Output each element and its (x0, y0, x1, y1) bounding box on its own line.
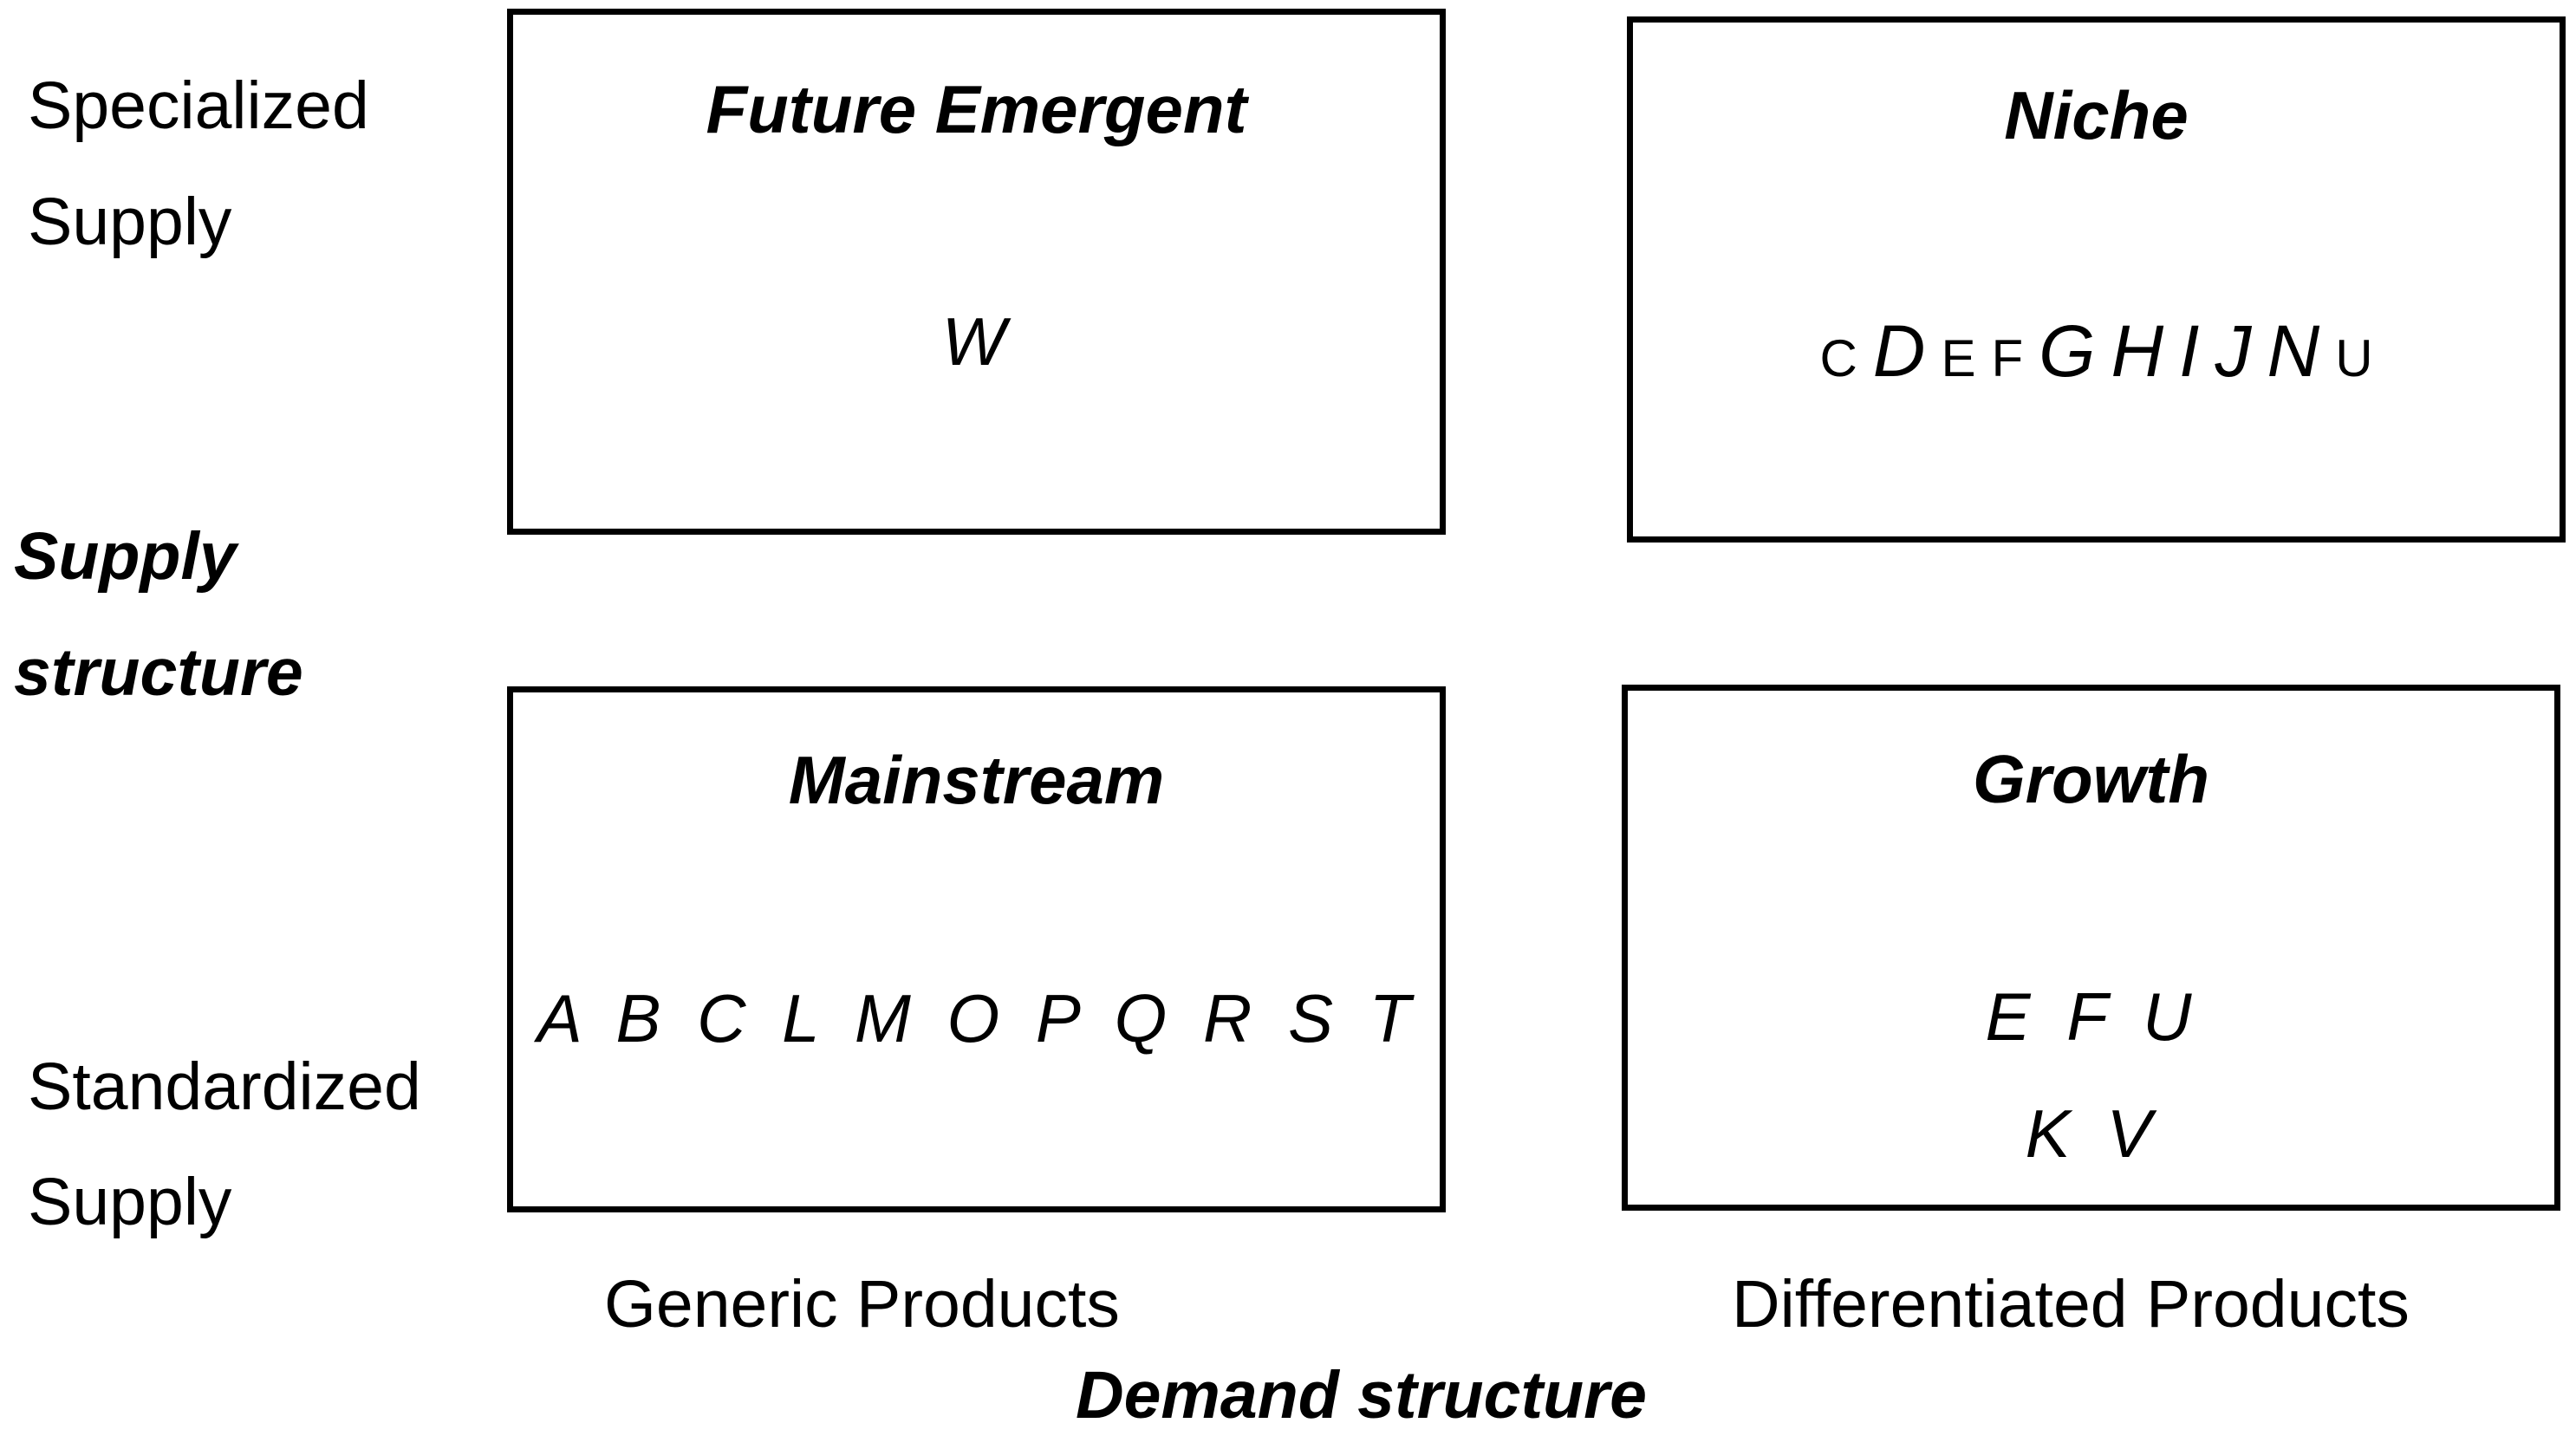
specialized-supply-label-line1: Specialized (28, 68, 369, 143)
niche-item-letter: G (2039, 310, 2096, 392)
specialized-supply-label-line2: Supply (28, 185, 232, 259)
quadrant-title: Growth (1973, 741, 2209, 817)
demand-structure-title: Demand structure (1076, 1358, 1647, 1433)
niche-item-letter: C (1819, 329, 1857, 387)
differentiated-products-label: Differentiated Products (1732, 1267, 2410, 1342)
niche-item-letter: E (1941, 329, 1976, 387)
niche-item-letter: U (2335, 329, 2373, 387)
quadrant-mainstream: Mainstream A B C L M O P Q R S T (507, 686, 1446, 1212)
quadrant-items: W (941, 303, 1012, 380)
niche-item-letter: I (2179, 310, 2200, 392)
quadrant-items: A B C L M O P Q R S T (537, 980, 1416, 1056)
quadrant-future-emergent: Future Emergent W (507, 9, 1446, 535)
niche-item-letter: N (2267, 310, 2320, 392)
standardized-supply-label-line1: Standardized (28, 1049, 421, 1124)
niche-item-letter: J (2215, 310, 2252, 392)
niche-item-letter: F (1991, 329, 2024, 387)
quadrant-growth: Growth E F U K V (1622, 685, 2560, 1211)
niche-item-letter: D (1872, 310, 1926, 392)
quadrant-items-line1: E F U (1985, 978, 2197, 1055)
generic-products-label: Generic Products (604, 1267, 1120, 1342)
quadrant-items-line2: K V (2025, 1095, 2157, 1172)
supply-structure-title-line2: structure (14, 635, 303, 710)
quadrant-title: Future Emergent (706, 71, 1247, 147)
quadrant-title: Mainstream (788, 742, 1165, 818)
standardized-supply-label-line2: Supply (28, 1165, 232, 1239)
supply-structure-title-line1: Supply (14, 519, 237, 594)
quadrant-title: Niche (2004, 77, 2189, 153)
niche-item-letter: H (2111, 310, 2164, 392)
